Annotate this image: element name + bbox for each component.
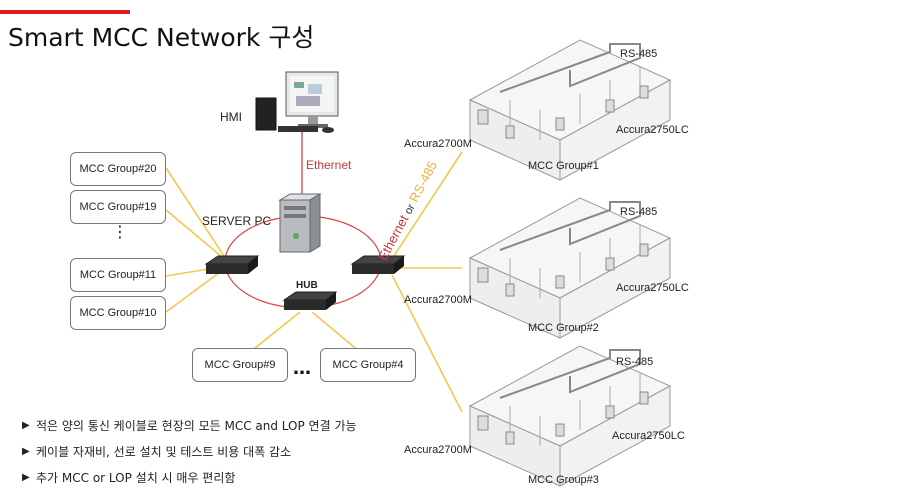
benefit-item: ▶ 추가 MCC or LOP 설치 시 매우 편리함	[22, 465, 357, 491]
device-main-label: Accura2700M	[404, 294, 472, 306]
mcc-group-box: MCC Group#10	[70, 296, 166, 330]
hmi-computer-icon	[255, 71, 339, 133]
rs485-label: RS-485	[620, 48, 658, 60]
link-group20	[165, 167, 229, 263]
benefit-item: ▶ 적은 양의 통신 케이블로 현장의 모든 MCC and LOP 연결 가능	[22, 413, 357, 439]
benefit-text: 케이블 자재비, 선로 설치 및 테스트 비용 대폭 감소	[36, 445, 292, 459]
link-group9	[249, 311, 301, 353]
device-main-label: Accura2700M	[404, 444, 472, 456]
device-lc-label: Accura2750LC	[616, 282, 689, 294]
link-group19	[165, 209, 229, 263]
hub-label: HUB	[296, 280, 318, 291]
benefit-text: 추가 MCC or LOP 설치 시 매우 편리함	[36, 471, 236, 485]
server-pc-label: SERVER PC	[202, 214, 272, 228]
horizontal-ellipsis: …	[293, 358, 311, 379]
mcc-group-box: MCC Group#19	[70, 190, 166, 224]
hub-left-icon	[204, 255, 260, 274]
mcc-group-label: MCC Group#1	[528, 160, 599, 172]
hub-bottom-icon	[282, 291, 338, 310]
mcc-site-2-icon	[468, 197, 672, 339]
benefit-item: ▶ 케이블 자재비, 선로 설치 및 테스트 비용 대폭 감소	[22, 439, 357, 465]
ethernet-label: Ethernet	[306, 158, 352, 172]
server-pc-icon	[278, 193, 322, 253]
link-site1	[389, 151, 463, 263]
mcc-group-box: MCC Group#11	[70, 258, 166, 292]
triangle-bullet-icon: ▶	[22, 472, 30, 483]
mcc-group-label: MCC Group#3	[528, 474, 599, 486]
device-lc-label: Accura2750LC	[616, 124, 689, 136]
mcc-site-1-icon	[468, 39, 672, 181]
rs485-label: RS-485	[620, 206, 658, 218]
link-group10	[165, 271, 221, 313]
mcc-group-box: MCC Group#20	[70, 152, 166, 186]
triangle-bullet-icon: ▶	[22, 420, 30, 431]
triangle-bullet-icon: ▶	[22, 446, 30, 457]
mcc-group-box: MCC Group#4	[320, 348, 416, 382]
link-site3	[391, 274, 463, 413]
title-accent-bar	[0, 10, 130, 14]
device-main-label: Accura2700M	[404, 138, 472, 150]
hmi-label: HMI	[220, 110, 242, 124]
device-lc-label: Accura2750LC	[612, 430, 685, 442]
mcc-site-3-icon	[468, 345, 672, 487]
rs485-label: RS-485	[616, 356, 654, 368]
mcc-group-label: MCC Group#2	[528, 322, 599, 334]
vertical-ellipsis: ⋮	[112, 222, 128, 241]
benefit-list: ▶ 적은 양의 통신 케이블로 현장의 모든 MCC and LOP 연결 가능…	[22, 413, 357, 491]
benefit-text: 적은 양의 통신 케이블로 현장의 모든 MCC and LOP 연결 가능	[36, 419, 357, 433]
mcc-group-box: MCC Group#9	[192, 348, 288, 382]
page-title: Smart MCC Network 구성	[8, 23, 315, 52]
link-group4	[311, 311, 361, 353]
hub-right-icon	[350, 255, 406, 274]
